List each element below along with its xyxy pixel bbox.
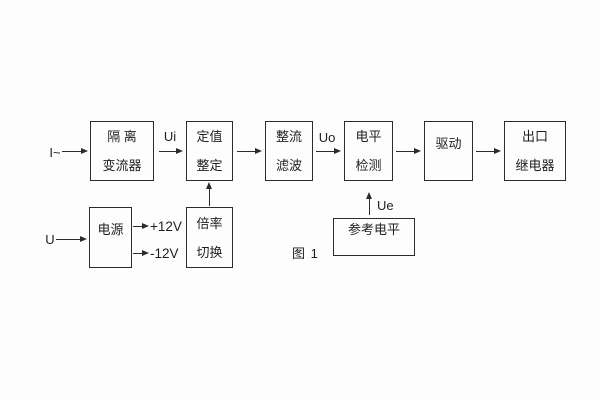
arrow-reference-ue-icon xyxy=(366,192,372,215)
signal-ue-label: Ue xyxy=(377,198,394,213)
block-label: 电平 xyxy=(355,129,382,144)
block-label: 参考电平 xyxy=(347,221,400,237)
block-label: 变流器 xyxy=(102,158,142,173)
block-label: 整定 xyxy=(196,158,223,173)
arrow-positive-rail-icon xyxy=(133,223,149,229)
block-isolation-transformer: 隔 离 变流器 xyxy=(90,121,154,181)
block-level-detection: 电平 检测 xyxy=(344,121,393,181)
block-reference-level: 参考电平 xyxy=(333,218,415,256)
block-driver: 驱动 xyxy=(424,121,473,181)
block-label: 倍率 xyxy=(196,215,223,231)
arrow-voltage-input-icon xyxy=(56,236,87,242)
block-label: 隔 离 xyxy=(107,129,137,144)
arrow-negative-rail-icon xyxy=(133,250,149,256)
block-output-relay: 出口 继电器 xyxy=(504,121,566,181)
block-label: 切换 xyxy=(196,244,223,260)
block-setting-adjustment: 定值 整定 xyxy=(186,121,233,181)
arrow-driver-to-relay-icon xyxy=(476,148,501,154)
arrow-uo-signal-icon xyxy=(316,148,341,154)
block-label: 驱动 xyxy=(435,135,462,151)
arrow-ui-signal-icon xyxy=(159,148,183,154)
block-label: 检测 xyxy=(355,158,382,173)
figure-caption: 图 1 xyxy=(292,246,319,261)
positive-rail-label: +12V xyxy=(150,219,182,234)
block-ratio-switch: 倍率 切换 xyxy=(186,207,233,268)
block-label: 电源 xyxy=(97,222,124,237)
input-voltage-label: U xyxy=(45,232,55,247)
arrow-ratio-to-setting-icon xyxy=(206,182,212,206)
arrow-setting-to-rectifier-icon xyxy=(237,148,262,154)
signal-ui-label: Ui xyxy=(163,129,177,144)
signal-uo-label: Uo xyxy=(318,130,336,145)
arrow-current-input-icon xyxy=(62,148,88,154)
block-label: 出口 xyxy=(521,129,548,144)
block-label: 滤波 xyxy=(275,158,302,173)
block-label: 继电器 xyxy=(515,158,555,173)
input-current-label: I~ xyxy=(49,145,61,160)
block-rectifier-filter: 整流 滤波 xyxy=(265,121,313,181)
arrow-level-to-driver-icon xyxy=(396,148,421,154)
block-label: 整流 xyxy=(275,129,302,144)
negative-rail-label: -12V xyxy=(150,246,179,261)
block-power-supply: 电源 xyxy=(89,207,132,268)
block-label: 定值 xyxy=(196,129,223,144)
